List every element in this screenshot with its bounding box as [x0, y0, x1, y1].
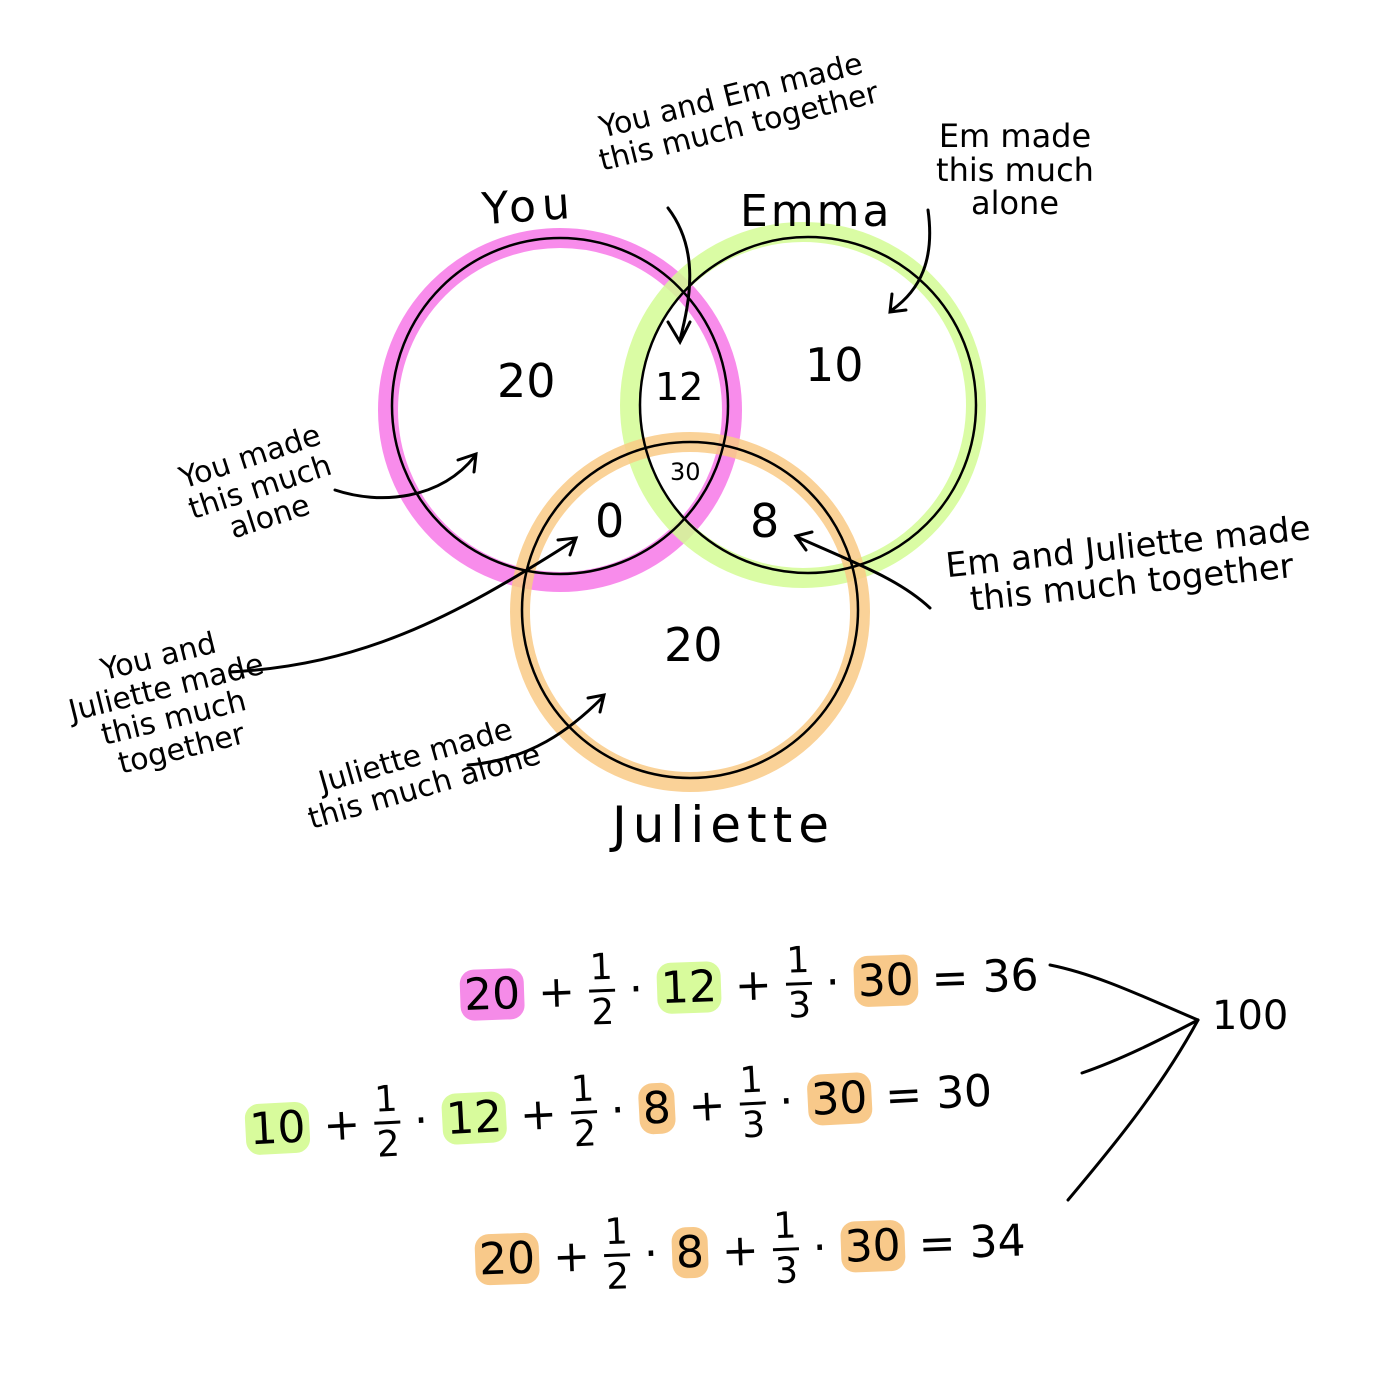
region-emma-juliette: 8	[750, 494, 780, 548]
term: 8	[671, 1226, 709, 1279]
region-emma-alone: 10	[805, 338, 864, 392]
operator: ·	[412, 1095, 430, 1147]
you-circle	[390, 236, 730, 576]
arrow-emma-alone	[888, 208, 932, 314]
operator: +	[721, 1224, 760, 1277]
juliette-circle	[520, 440, 860, 780]
term: 20	[474, 1232, 541, 1286]
term: 30	[839, 1219, 906, 1273]
emma-circle	[638, 235, 978, 575]
result-juliette: 34	[968, 1215, 1027, 1269]
operator: +	[537, 966, 576, 1019]
term: 20	[459, 967, 526, 1022]
operator: +	[687, 1079, 727, 1133]
arrow-emma-juliette	[793, 530, 932, 610]
term: 30	[852, 954, 919, 1008]
arrow-you-alone	[333, 451, 478, 500]
region-all-three: 30	[670, 458, 701, 486]
operator: ·	[824, 956, 841, 1009]
bracket-line-1	[1048, 963, 1200, 1022]
term: 10	[244, 1101, 311, 1156]
equals: =	[930, 952, 970, 1005]
operator: +	[552, 1230, 591, 1283]
result-you: 36	[981, 949, 1040, 1003]
region-juliette-alone: 20	[664, 618, 723, 672]
label-you: You	[480, 177, 578, 236]
region-you-emma: 12	[655, 365, 704, 409]
term: 8	[637, 1082, 677, 1135]
label-emma: Emma	[740, 186, 893, 237]
operator: ·	[811, 1222, 828, 1274]
operator: ·	[609, 1084, 627, 1137]
operator: +	[518, 1088, 559, 1142]
term: 30	[806, 1071, 873, 1127]
arrow-juliette-alone	[466, 693, 606, 767]
operator: ·	[643, 1228, 659, 1280]
arrow-you-emma	[666, 206, 692, 346]
bracket-line-3	[1066, 1018, 1200, 1202]
total: 100	[1212, 993, 1289, 1039]
bracket-line-2	[1080, 1018, 1200, 1075]
operator: +	[733, 959, 773, 1012]
label-juliette: Juliette	[612, 796, 835, 854]
equals: =	[917, 1217, 957, 1271]
arrow-you-juliette	[228, 536, 579, 674]
operator: ·	[628, 963, 644, 1016]
region-you-juliette: 0	[595, 494, 625, 548]
equals: =	[883, 1069, 924, 1122]
term: 12	[440, 1090, 508, 1146]
result-emma: 30	[934, 1065, 994, 1120]
region-you-alone: 20	[497, 354, 556, 408]
operator: +	[322, 1098, 362, 1152]
operator: ·	[778, 1075, 795, 1128]
note-emma-alone: Em made this much alone	[936, 117, 1094, 223]
term: 12	[656, 961, 722, 1015]
